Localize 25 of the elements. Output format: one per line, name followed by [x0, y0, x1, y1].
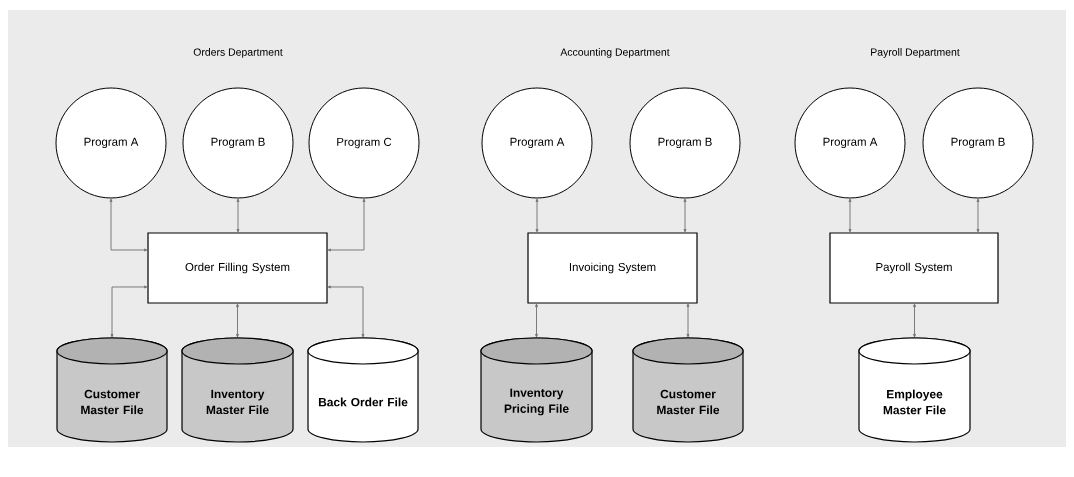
department-heading: Orders Department — [193, 48, 283, 58]
file-cylinder: Customer Master File — [56, 337, 168, 443]
file-cylinder: Customer Master File — [632, 337, 744, 443]
arrow — [913, 303, 916, 338]
arrow — [327, 285, 365, 338]
arrow — [327, 198, 366, 252]
arrow — [686, 303, 690, 338]
arrow — [110, 285, 148, 338]
system-box: Invoicing System — [527, 232, 698, 304]
file-cylinder: Back Order File — [307, 337, 419, 443]
file-cylinder: Inventory Master File — [181, 337, 294, 443]
system-box: Payroll System — [829, 232, 999, 304]
department-heading: Payroll Department — [871, 48, 960, 58]
arrow — [236, 303, 239, 338]
arrow — [535, 303, 538, 338]
file-cylinder: Inventory Pricing File — [480, 337, 593, 443]
system-box: Order Filling System — [147, 232, 328, 304]
file-cylinder: Employee Master File — [858, 337, 971, 443]
arrow — [535, 198, 539, 233]
arrow — [683, 198, 687, 233]
arrow — [848, 198, 852, 233]
arrow — [976, 198, 980, 233]
arrow — [236, 198, 240, 233]
arrow — [109, 198, 148, 252]
department-heading: Accounting Department — [560, 48, 670, 58]
